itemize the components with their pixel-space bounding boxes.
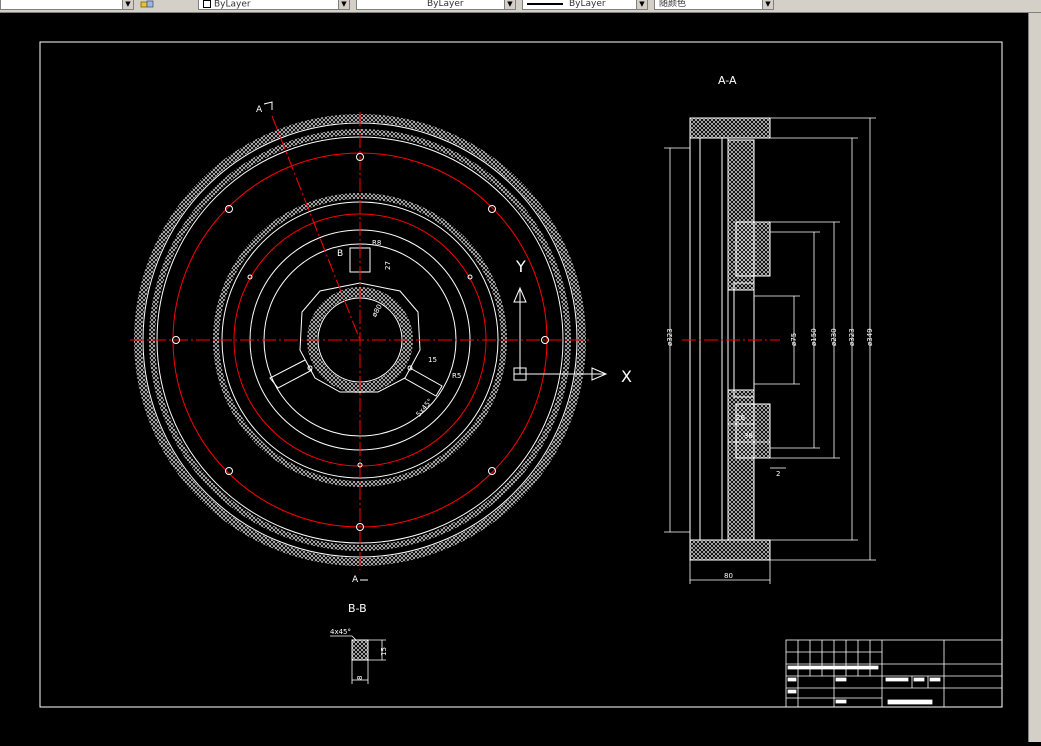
plotstyle-control-dropdown[interactable]: 随颜色 ▼	[654, 0, 774, 10]
lineweight-control-dropdown[interactable]: ByLayer ▼	[522, 0, 648, 10]
section-bb-title: B-B	[348, 602, 367, 615]
dim-r5-label: R5	[452, 372, 461, 380]
dim-phi323-left-label: ø323	[666, 328, 674, 346]
dim-38-label: 38	[744, 432, 753, 440]
dim-26-label: 26	[736, 414, 745, 422]
section-view-aa: A-A	[664, 74, 876, 584]
bb-chamfer-label: 4x45°	[330, 628, 351, 636]
dim-80-label: 80	[724, 572, 733, 580]
section-view-bb: B-B 4x45° 15 8	[330, 602, 388, 684]
ucs-y-label: Y	[515, 257, 526, 276]
ucs-x-label: X	[621, 367, 632, 386]
ucs-icon: Y X	[513, 257, 632, 386]
dim-phi323-label: ø323	[848, 328, 856, 346]
section-marker-a-top: A	[256, 105, 263, 115]
section-aa-title: A-A	[718, 74, 737, 87]
dim-phi75-label: ø75	[790, 333, 798, 346]
layer-states-icon[interactable]	[140, 0, 154, 9]
section-marker-a-bottom: A	[352, 575, 359, 585]
drawing-canvas[interactable]: A A B 27 R8 ø80 15 R5 5x45° Y X A-A	[0, 13, 1028, 742]
bb-15-label: 15	[380, 647, 388, 656]
chevron-down-icon[interactable]: ▼	[504, 0, 515, 9]
drawing-border	[39, 41, 1003, 708]
section-marker-b: B	[337, 249, 343, 259]
linetype-control-value: ByLayer	[427, 0, 464, 9]
chevron-down-icon[interactable]: ▼	[762, 0, 773, 9]
linetype-control-dropdown[interactable]: ByLayer ▼	[356, 0, 516, 10]
bb-8-label: 8	[356, 676, 364, 680]
chevron-down-icon[interactable]: ▼	[338, 0, 349, 9]
dim-15-label: 15	[428, 356, 437, 364]
dim-chamfer-label: 5x45°	[415, 397, 435, 418]
chevron-down-icon[interactable]: ▼	[636, 0, 647, 9]
color-control-dropdown[interactable]: ByLayer ▼	[198, 0, 350, 10]
vertical-scrollbar[interactable]	[1028, 13, 1041, 742]
lineweight-sample-icon	[527, 2, 563, 5]
drawing-svg[interactable]: A A B 27 R8 ø80 15 R5 5x45° Y X A-A	[0, 13, 1028, 742]
dim-2-label: 2	[776, 470, 780, 478]
dim-27-label: 27	[384, 261, 392, 270]
color-control-value: ByLayer	[214, 0, 251, 10]
chevron-down-icon[interactable]: ▼	[122, 0, 133, 9]
dim-phi80-label: ø80	[370, 303, 384, 318]
dim-r8-label: R8	[372, 239, 381, 247]
dim-phi150-label: ø150	[810, 328, 818, 346]
color-swatch-icon	[203, 0, 211, 8]
dim-phi230-label: ø230	[830, 328, 838, 346]
plotstyle-control-value: 随颜色	[659, 0, 687, 9]
properties-toolbar: ▼ ByLayer ▼ ByLayer ▼ ByLayer ▼ 随颜色 ▼	[0, 0, 1041, 13]
front-view: A A B 27 R8 ø80 15 R5 5x45°	[130, 101, 590, 585]
title-block	[785, 639, 1003, 708]
lineweight-control-value: ByLayer	[569, 0, 606, 9]
layer-dropdown[interactable]: ▼	[0, 0, 134, 10]
dim-phi349-label: ø349	[866, 328, 874, 346]
